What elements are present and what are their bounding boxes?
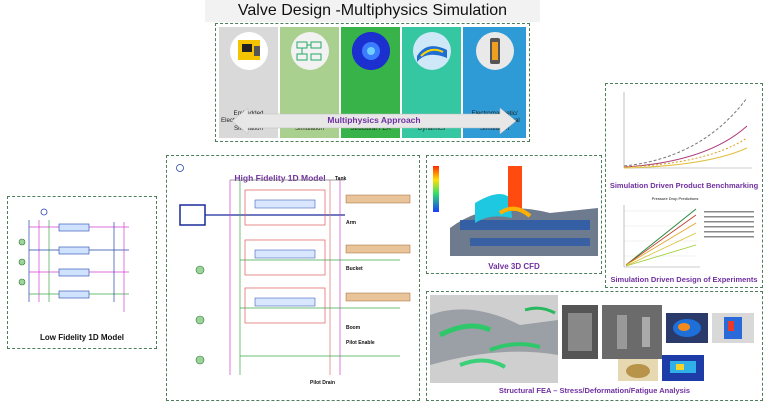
hf-label-boom: Boom <box>346 325 361 331</box>
hf-label-arm: Arm <box>346 220 357 226</box>
fea-contour-image-1 <box>666 313 708 343</box>
benchmarking-chart <box>612 88 758 180</box>
hf-label-tank: Tank <box>335 176 347 182</box>
doe-chart-title: Pressure Drop Predictions <box>651 196 699 201</box>
low-fidelity-caption: Low Fidelity 1D Model <box>39 333 124 342</box>
hf-label-pilot-drain: Pilot Drain <box>310 380 336 386</box>
high-fidelity-title: High Fidelity 1D Model <box>234 173 326 183</box>
cfd-image <box>430 158 598 256</box>
hf-label-pilot-enable: Pilot Enable <box>346 340 375 346</box>
page-title: Valve Design -Multiphysics Simulation Ap… <box>205 0 540 41</box>
multiphysics-arrow <box>232 108 516 134</box>
high-fidelity-panel <box>166 155 420 401</box>
fea-main-image <box>430 295 558 383</box>
high-fidelity-schematic <box>176 164 411 375</box>
fea-thumb-image <box>351 32 390 70</box>
fea-contour-image-3 <box>662 355 704 381</box>
hf-label-bucket: Bucket <box>346 266 363 272</box>
doe-chart <box>612 201 758 273</box>
fea-caption: Structural FEA – Stress/Deformation/Fati… <box>498 386 691 395</box>
cfd-caption: Valve 3D CFD <box>488 262 540 271</box>
fea-part-photo <box>618 359 658 381</box>
controller-board-image <box>229 32 268 70</box>
cfd-thumb-image <box>412 32 451 70</box>
multiphysics-label: Multiphysics Approach <box>327 115 421 125</box>
fea-contour-image-2 <box>712 313 754 343</box>
low-fidelity-schematic <box>18 208 129 312</box>
fea-test-rig-image <box>562 305 662 359</box>
doe-caption: Simulation Driven Design of Experiments <box>610 275 758 284</box>
schematic-thumb-image <box>290 32 329 70</box>
benchmarking-caption: Simulation Driven Product Benchmarking <box>609 181 759 190</box>
solenoid-thumb-image <box>475 32 514 70</box>
